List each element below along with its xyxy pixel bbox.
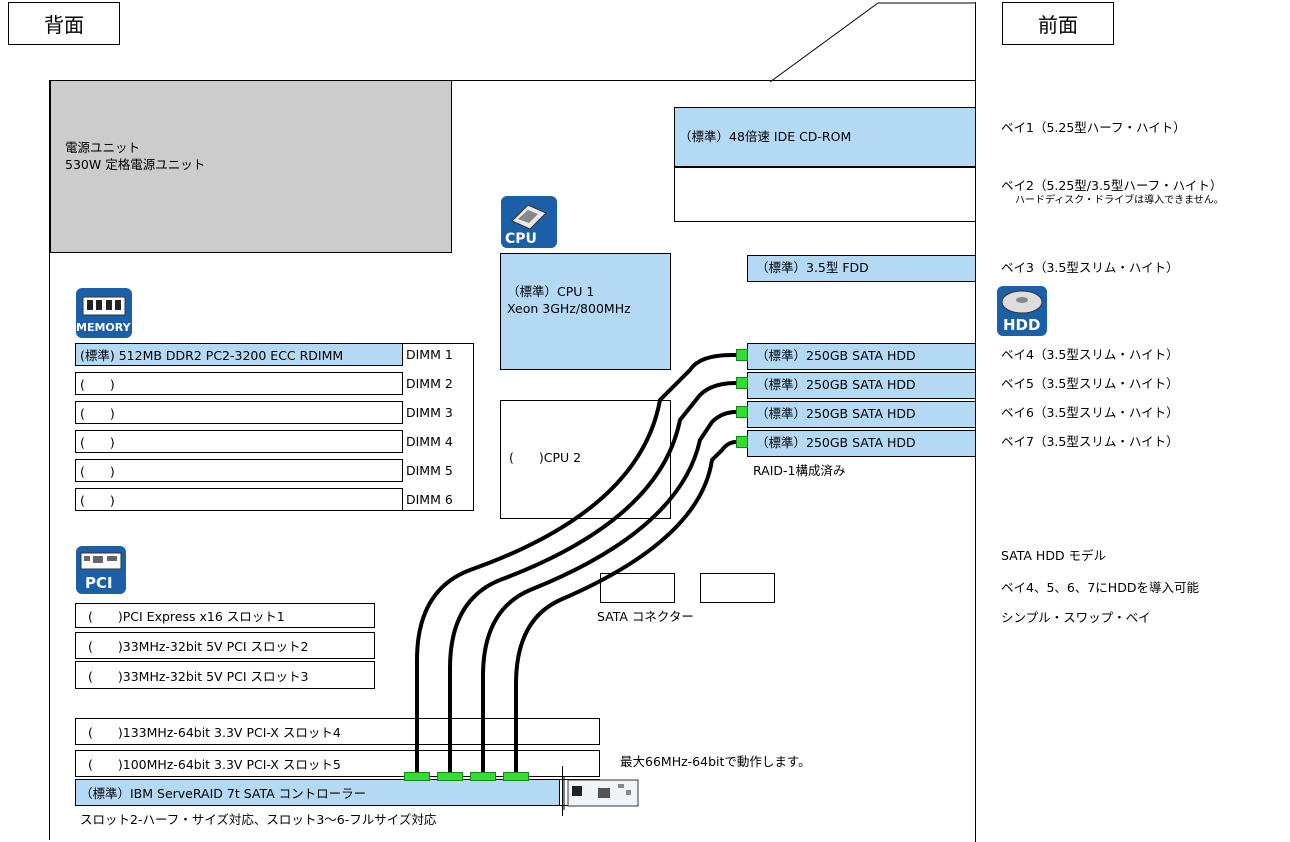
sata-connector-label: SATA コネクター	[597, 609, 694, 624]
dimm-label-3: DIMM 3	[406, 405, 453, 420]
bay5-label: ベイ5（3.5型スリム・ハイト）	[1001, 376, 1179, 391]
hdd7-label: （標準）250GB SATA HDD	[756, 435, 916, 450]
bay4-label: ベイ4（3.5型スリム・ハイト）	[1001, 347, 1179, 362]
bay2-label: ベイ2（5.25型/3.5型ハーフ・ハイト）	[1001, 178, 1223, 193]
cdrom-drive: （標準）48倍速 IDE CD-ROM	[674, 107, 976, 167]
bay7-label: ベイ7（3.5型スリム・ハイト）	[1001, 434, 1179, 449]
model-info-3: シンプル・スワップ・ベイ	[1001, 610, 1151, 625]
chassis-outline	[49, 80, 976, 840]
pci-slot-1: ( )PCI Express x16 スロット1	[75, 603, 375, 628]
memory-icon-label: MEMORY	[76, 321, 131, 334]
cdrom-label: （標準）48倍速 IDE CD-ROM	[679, 129, 852, 144]
serveraid-port-2	[437, 772, 463, 781]
pci-size-note: スロット2-ハーフ・サイズ対応、スロット3～6-フルサイズ対応	[80, 812, 437, 827]
dimm-label-1: DIMM 1	[406, 347, 453, 362]
dimm-slot-6: ( )	[75, 488, 403, 511]
bay2-note: ハードディスク・ドライブは導入できません。	[1015, 195, 1224, 206]
pci-slot-2: ( )33MHz-32bit 5V PCI スロット2	[75, 632, 375, 659]
memory-icon: MEMORY	[75, 287, 133, 339]
cpu-icon-label: CPU	[505, 231, 537, 247]
psu-label-2: 530W 定格電源ユニット	[65, 157, 206, 172]
hdd5-connector	[736, 377, 748, 389]
hdd-icon-label: HDD	[1003, 316, 1041, 334]
dimm-label-6: DIMM 6	[406, 492, 453, 507]
dimm-slot-4: ( )	[75, 430, 403, 453]
bay3-label: ベイ3（3.5型スリム・ハイト）	[1001, 260, 1179, 275]
fdd-drive: （標準）3.5型 FDD	[747, 255, 976, 282]
hdd6-connector	[736, 406, 748, 418]
cpu2-label: ( )CPU 2	[509, 450, 582, 465]
pci-slot-3: ( )33MHz-32bit 5V PCI スロット3	[75, 661, 375, 689]
hdd5-label: （標準）250GB SATA HDD	[756, 377, 916, 392]
psu-label-1: 電源ユニット	[65, 140, 141, 155]
model-info-1: SATA HDD モデル	[1001, 548, 1107, 563]
fdd-label: （標準）3.5型 FDD	[756, 260, 869, 275]
hdd4-connector	[736, 349, 748, 361]
hdd-icon: HDD	[996, 285, 1048, 337]
serveraid-port-1	[404, 772, 430, 781]
hdd-bay7: （標準）250GB SATA HDD	[747, 430, 976, 457]
pci-slot-6-serveraid: （標準）IBM ServeRAID 7t SATA コントローラー	[75, 779, 560, 806]
dimm-slot-2: ( )	[75, 372, 403, 395]
pci-slot-4: ( )133MHz-64bit 3.3V PCI-X スロット4	[75, 718, 600, 745]
dimm-slot-5: ( )	[75, 459, 403, 482]
controller-card-bracket	[562, 766, 563, 816]
cpu1-socket: （標準）CPU 1 Xeon 3GHz/800MHz	[500, 253, 671, 370]
pci-icon-label: PCI	[85, 574, 113, 592]
hdd-bay5: （標準）250GB SATA HDD	[747, 372, 976, 399]
pci-icon: PCI	[75, 545, 127, 595]
dimm-slot-3: ( )	[75, 401, 403, 424]
hdd-bay6: （標準）250GB SATA HDD	[747, 401, 976, 428]
model-info-2: ベイ4、5、6、7にHDDを導入可能	[1001, 580, 1199, 595]
raid-label: RAID-1構成済み	[753, 463, 846, 478]
cpu1-label-2: Xeon 3GHz/800MHz	[507, 301, 631, 316]
hdd-bay4: （標準）250GB SATA HDD	[747, 343, 976, 370]
hdd6-label: （標準）250GB SATA HDD	[756, 406, 916, 421]
bay6-label: ベイ6（3.5型スリム・ハイト）	[1001, 405, 1179, 420]
serveraid-port-4	[503, 772, 529, 781]
cpu2-socket: ( )CPU 2	[500, 400, 671, 519]
pci-speed-note: 最大66MHz-64bitで動作します。	[620, 754, 811, 769]
hdd7-connector	[736, 436, 748, 448]
sata-cable-4	[514, 440, 737, 772]
sata-cable-2	[448, 381, 737, 772]
pci-slot-5: ( )100MHz-64bit 3.3V PCI-X スロット5	[75, 750, 600, 777]
controller-card-icon	[562, 776, 642, 810]
bay2-empty	[674, 167, 976, 222]
sata-connector-block-2	[700, 573, 775, 603]
bay1-label: ベイ1（5.25型ハーフ・ハイト）	[1001, 120, 1186, 135]
power-supply-unit: 電源ユニット 530W 定格電源ユニット	[50, 80, 452, 253]
dimm-slot-1: (標準) 512MB DDR2 PC2-3200 ECC RDIMM	[75, 343, 403, 366]
dimm-label-5: DIMM 5	[406, 463, 453, 478]
sata-cable-1	[415, 352, 737, 772]
cpu-icon: CPU	[500, 195, 558, 249]
front-header: 前面	[1002, 2, 1114, 45]
dimm-label-2: DIMM 2	[406, 376, 453, 391]
dimm-label-column	[402, 343, 474, 511]
hdd4-label: （標準）250GB SATA HDD	[756, 348, 916, 363]
chassis-bevel-lines	[770, 2, 976, 83]
sata-connector-block-1	[600, 573, 675, 603]
cpu1-label-1: （標準）CPU 1	[507, 284, 595, 299]
serveraid-port-3	[470, 772, 496, 781]
back-header: 背面	[8, 2, 120, 45]
sata-cable-3	[481, 410, 737, 772]
dimm-label-4: DIMM 4	[406, 434, 453, 449]
